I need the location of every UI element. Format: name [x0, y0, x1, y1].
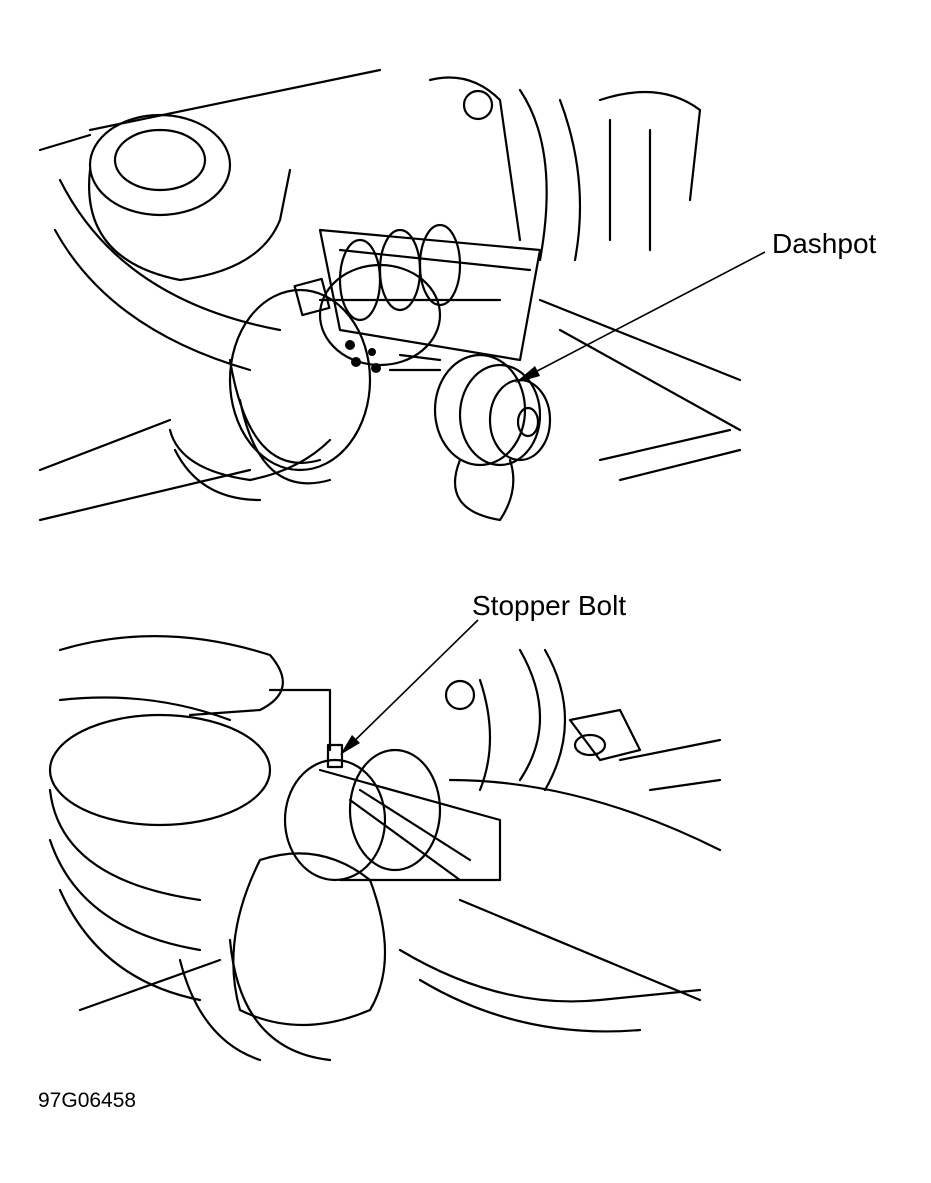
dashpot-label: Dashpot: [772, 228, 877, 259]
figure-code: 97G06458: [38, 1089, 137, 1112]
stopper-bolt-arrow: [342, 619, 479, 753]
callout-arrows: [340, 251, 766, 755]
dashpot-arrow: [519, 251, 766, 381]
bottom-panel-drawing: [48, 635, 722, 1062]
stopper-bolt-label: Stopper Bolt: [472, 590, 627, 621]
top-panel-drawing: [38, 68, 742, 522]
